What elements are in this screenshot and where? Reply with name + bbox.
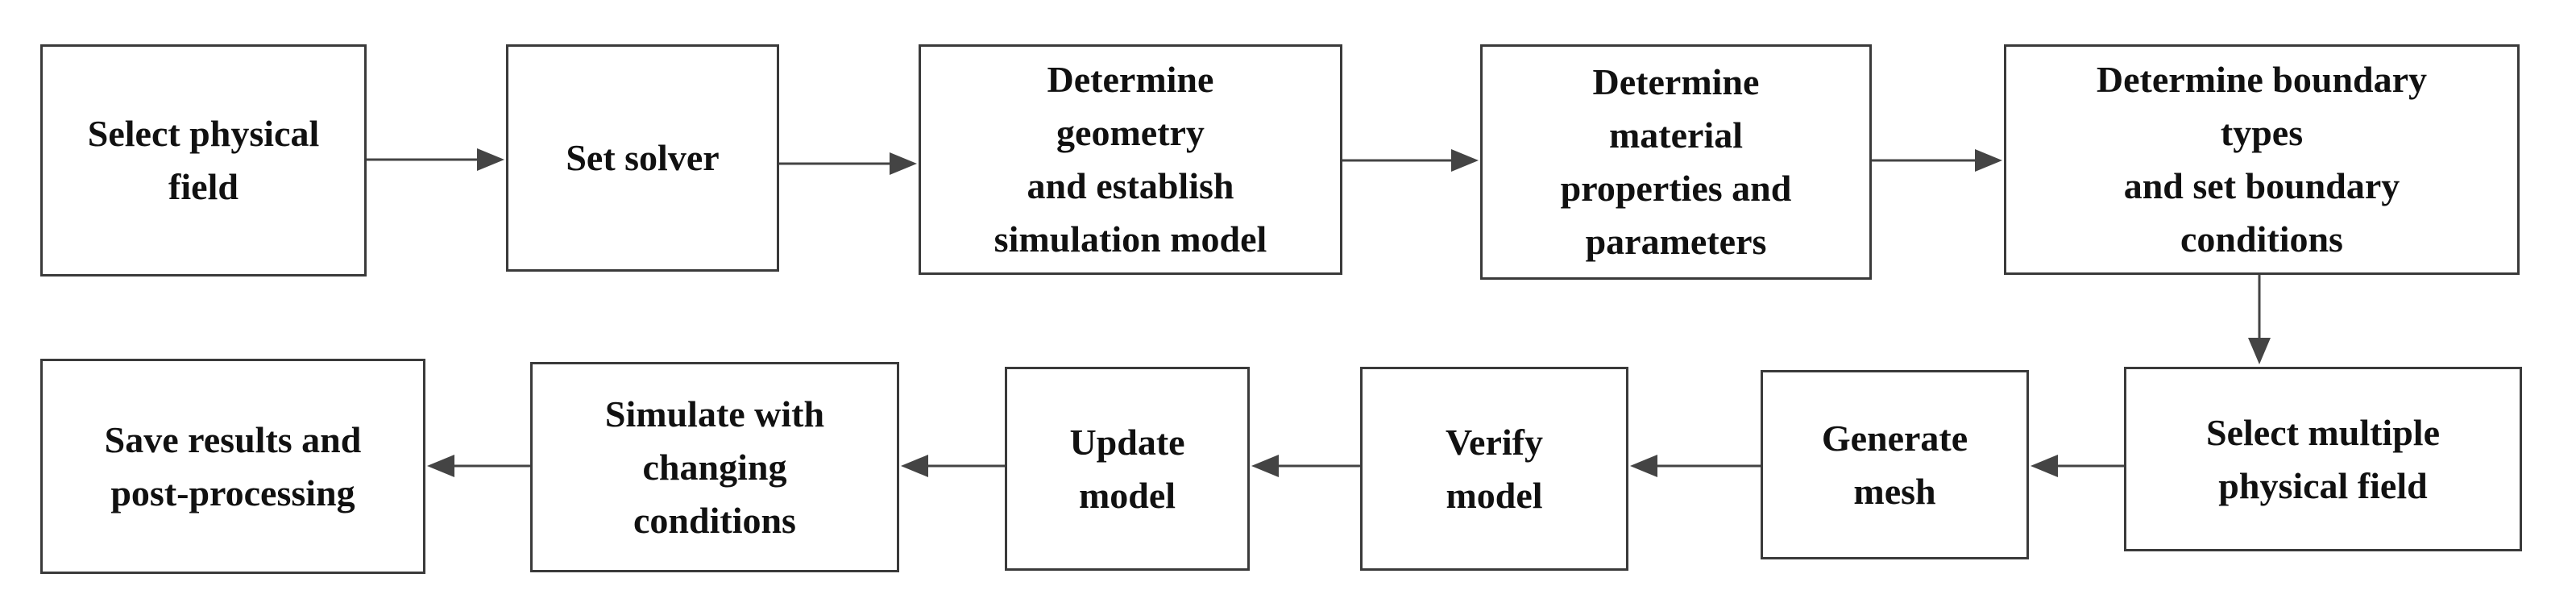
arrow-verify-model-to-update-model [1251, 455, 1360, 477]
step-label: Save results and post-processing [104, 418, 362, 513]
arrow-determine-material-to-determine-boundary [1872, 149, 2002, 172]
step-label: Determine material properties and parame… [1560, 61, 1792, 262]
step-label: Update model [1069, 421, 1185, 516]
arrow-generate-mesh-to-verify-model [1630, 455, 1761, 477]
step-label: Set solver [566, 137, 720, 178]
arrow-select-multiple-field-to-generate-mesh [2031, 455, 2124, 477]
step-generate-mesh: Generate mesh [1761, 370, 2029, 559]
arrow-determine-boundary-to-select-multiple-field [2248, 275, 2271, 364]
arrow-update-model-to-simulate-changing [901, 455, 1005, 477]
arrow-select-physical-field-to-set-solver [367, 148, 504, 171]
step-save-results: Save results and post-processing [40, 359, 425, 574]
step-label: Determine boundary types and set boundar… [2096, 59, 2428, 260]
step-set-solver: Set solver [506, 44, 779, 272]
arrow-set-solver-to-determine-geometry [779, 152, 917, 175]
step-determine-geometry: Determine geometry and establish simulat… [919, 44, 1342, 275]
step-verify-model: Verify model [1360, 367, 1628, 571]
step-select-multiple-field: Select multiple physical field [2124, 367, 2522, 551]
arrow-determine-geometry-to-determine-material [1342, 149, 1479, 172]
arrow-simulate-changing-to-save-results [427, 455, 530, 477]
step-label: Select multiple physical field [2206, 411, 2440, 506]
step-label: Verify model [1446, 421, 1543, 516]
step-label: Generate mesh [1821, 417, 1968, 512]
step-select-physical-field: Select physical field [40, 44, 367, 276]
step-label: Simulate with changing conditions [604, 393, 825, 541]
step-label: Determine geometry and establish simulat… [993, 59, 1267, 260]
step-determine-boundary: Determine boundary types and set boundar… [2004, 44, 2520, 275]
step-determine-material: Determine material properties and parame… [1480, 44, 1872, 280]
step-simulate-changing: Simulate with changing conditions [530, 362, 899, 572]
step-label: Select physical field [87, 113, 320, 207]
step-update-model: Update model [1005, 367, 1250, 571]
